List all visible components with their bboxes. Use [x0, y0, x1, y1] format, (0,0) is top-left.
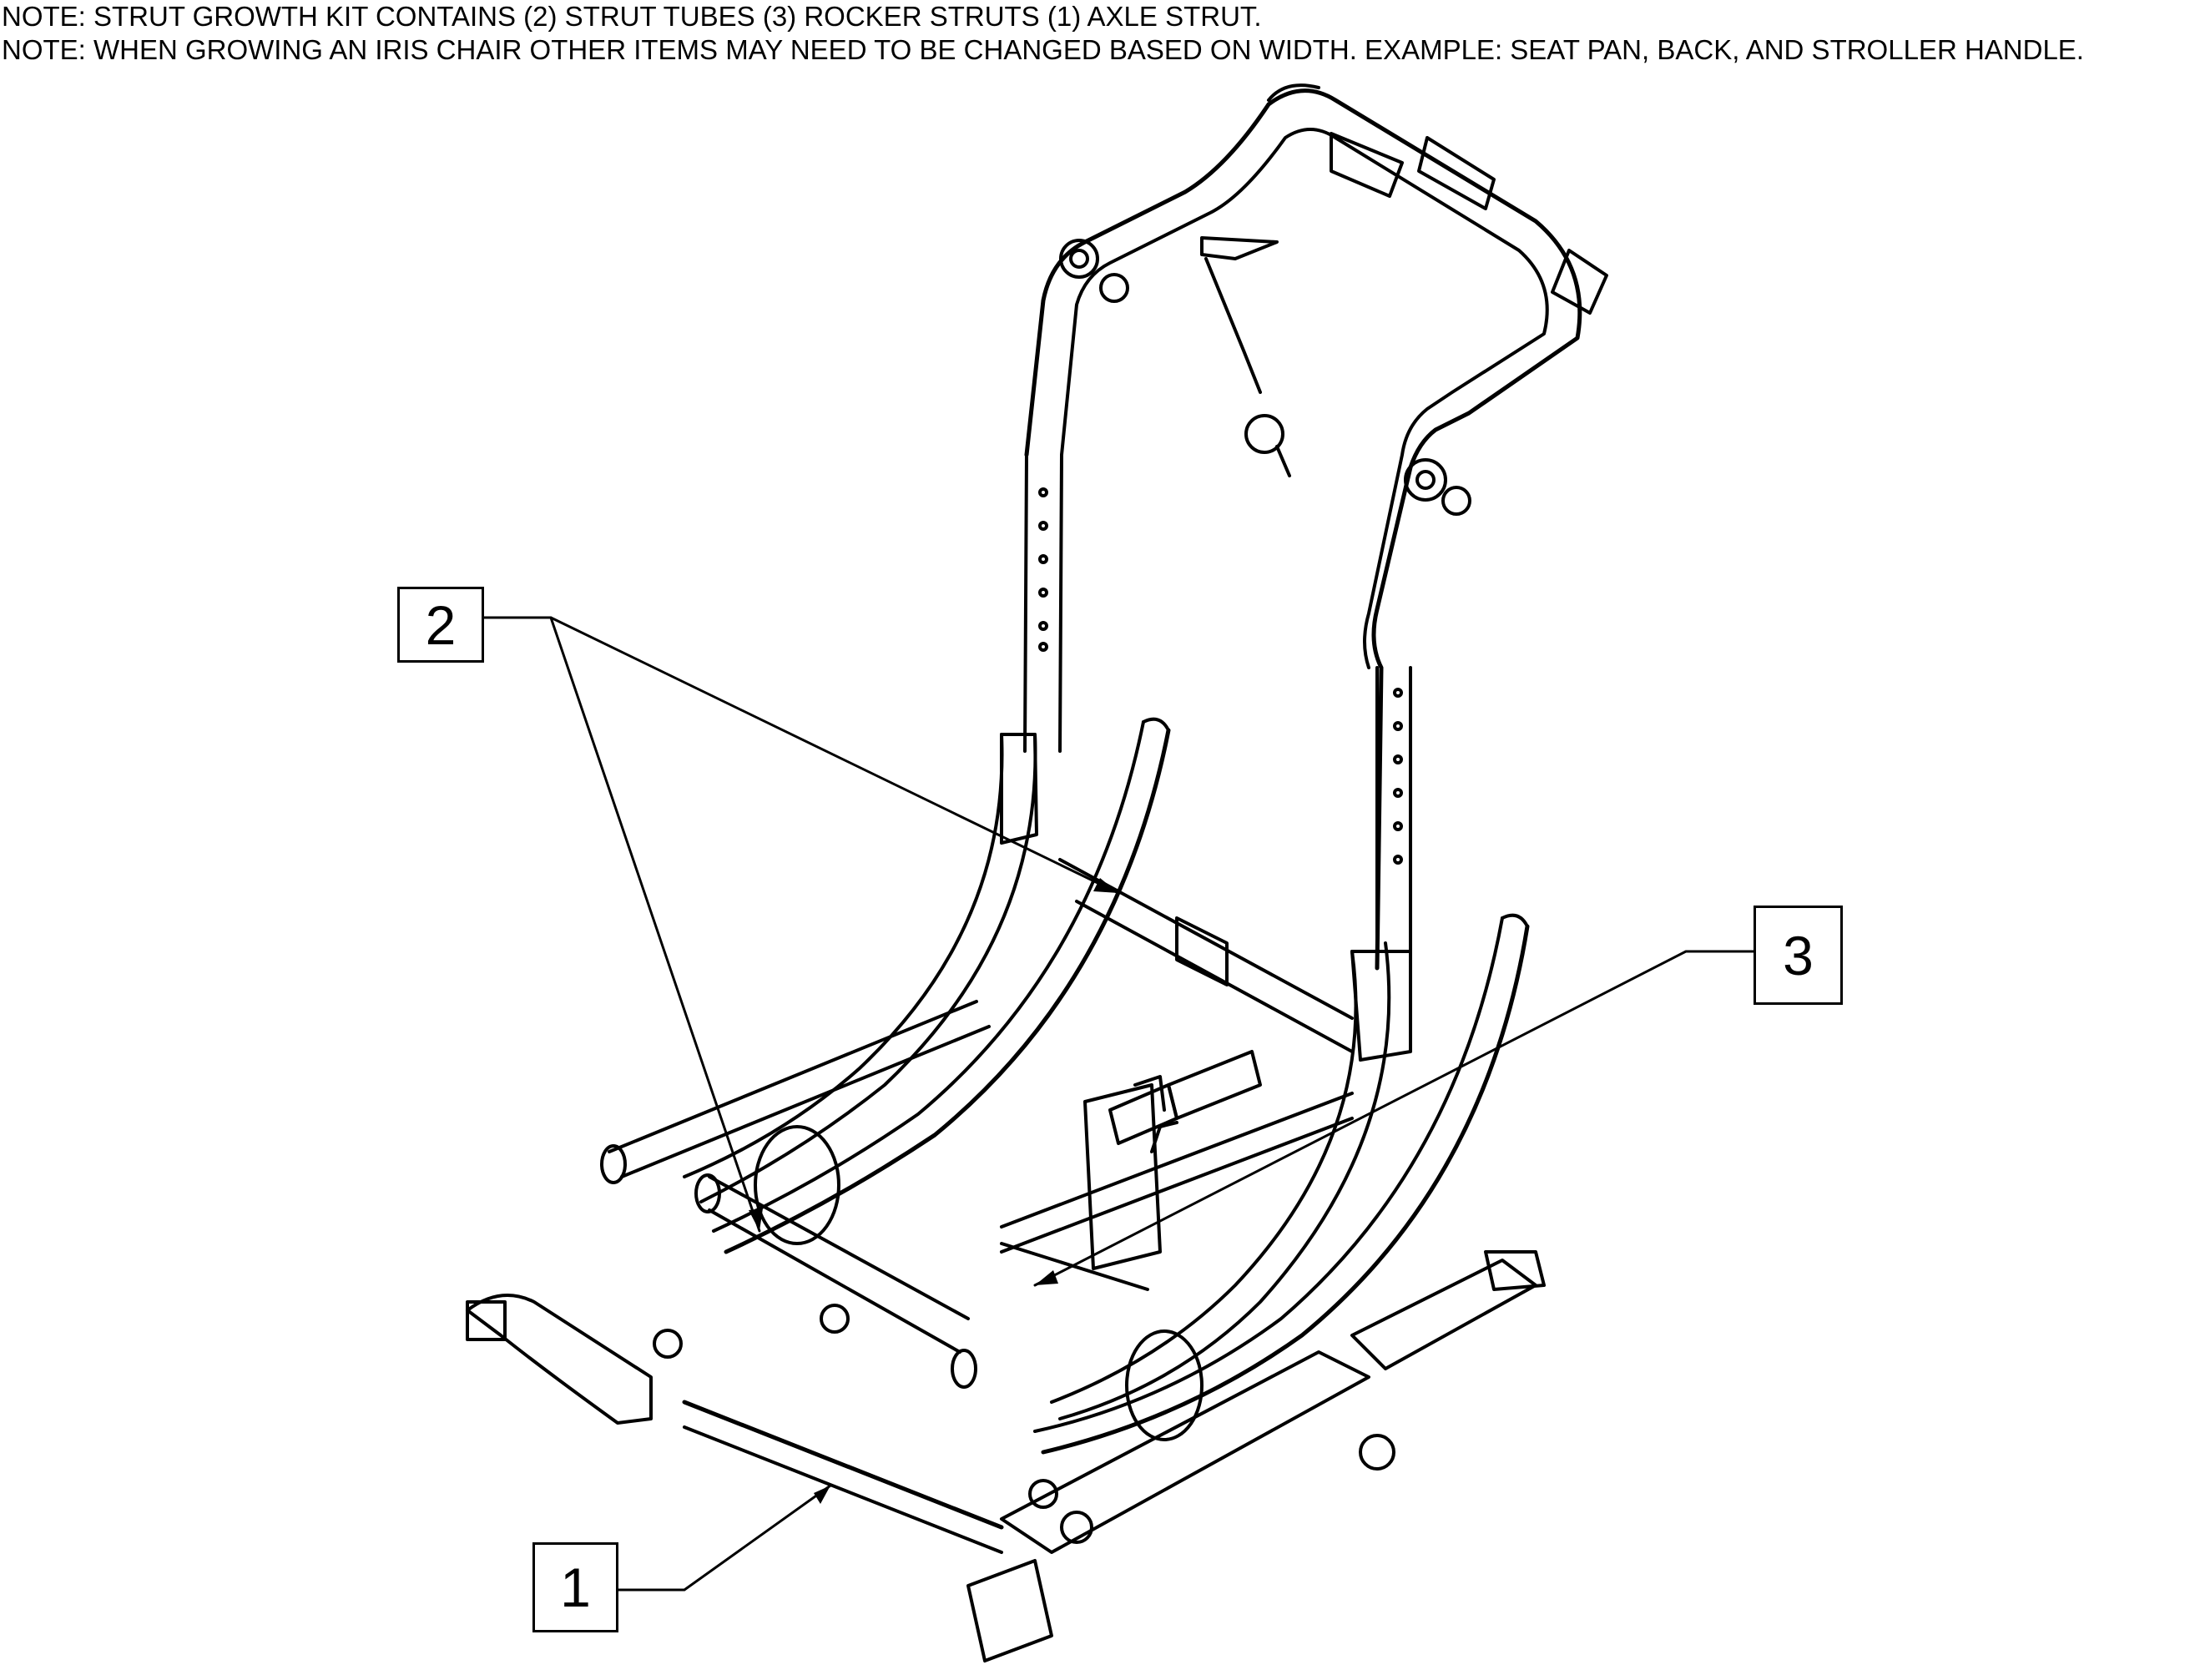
stroller-handle: [1023, 83, 1608, 978]
callout-leaders: [482, 616, 1755, 1592]
strut-tubes: [600, 858, 1354, 1389]
note-growing-iris-chair: NOTE: WHEN GROWING AN IRIS CHAIR OTHER I…: [2, 34, 2084, 65]
base-frame: [466, 1075, 1546, 1662]
rocker-struts: [1000, 1050, 1354, 1291]
callout-2: 2: [397, 587, 484, 663]
callout-1: 1: [532, 1542, 618, 1632]
note-strut-growth-kit: NOTE: STRUT GROWTH KIT CONTAINS (2) STRU…: [2, 1, 1262, 32]
leader-arrowheads: [749, 878, 1118, 1504]
callout-3: 3: [1754, 906, 1843, 1005]
